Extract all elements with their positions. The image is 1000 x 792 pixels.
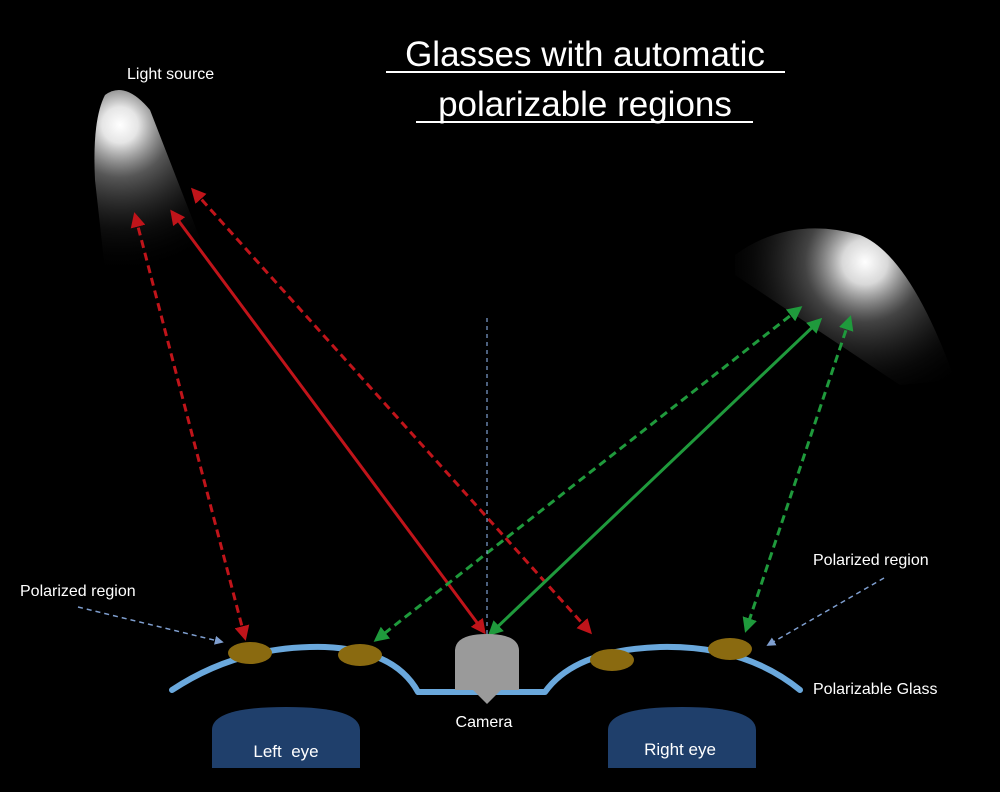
left-eye-label: Left eye [253, 742, 318, 761]
left-eye-shape [212, 707, 360, 768]
right-eye-label: Right eye [644, 740, 716, 759]
diagram-title-line2: polarizable regions [438, 85, 732, 124]
green-ray-dashed-1 [373, 306, 803, 642]
light-source-right-glow [735, 228, 955, 385]
polarized-spot-right-2 [708, 638, 752, 660]
red-ray-dashed-2 [190, 187, 593, 635]
label-arrow-right [766, 577, 885, 646]
polarized-spot-left-1 [228, 642, 272, 664]
label-arrow-left [77, 606, 224, 645]
polarized-region-label-left: Polarized region [20, 583, 136, 600]
polarized-spot-right-1 [590, 649, 634, 671]
light-source-left-glow [94, 90, 220, 315]
right-eye-shape [608, 707, 756, 768]
polarizable-glass-label: Polarizable Glass [813, 681, 938, 698]
green-ray-solid [487, 317, 823, 637]
polarized-spot-left-2 [338, 644, 382, 666]
camera-body [455, 634, 519, 704]
diagram-title-line1: Glasses with automatic [405, 35, 765, 74]
light-source-label: Light source [127, 66, 214, 83]
polarized-region-label-right: Polarized region [813, 552, 929, 569]
camera-label: Camera [456, 714, 513, 731]
red-ray-solid [170, 209, 486, 635]
green-ray-dashed-2 [742, 315, 854, 633]
